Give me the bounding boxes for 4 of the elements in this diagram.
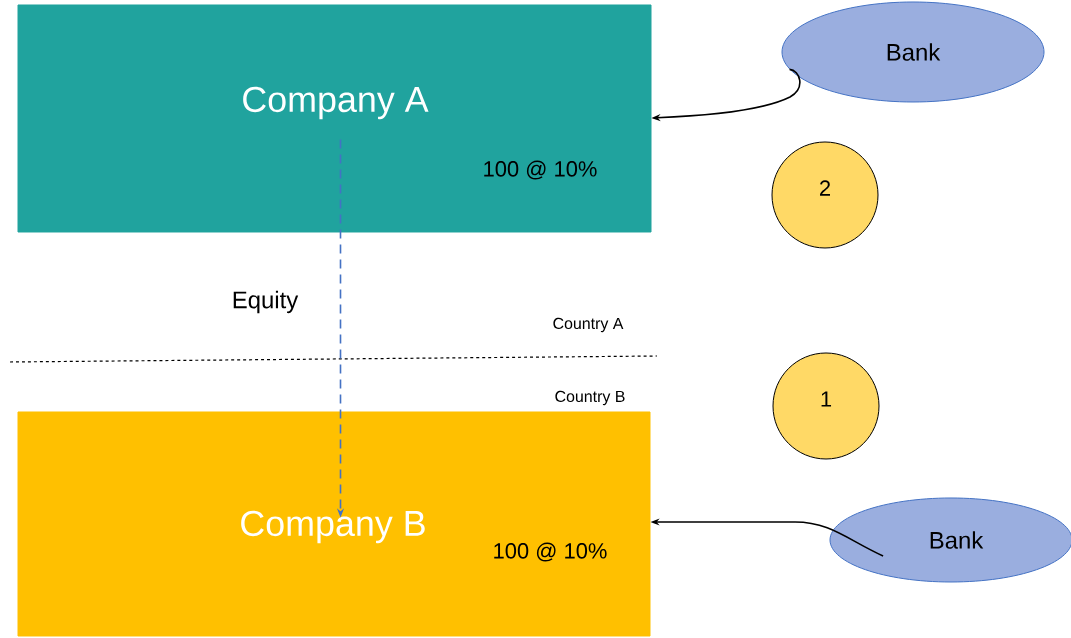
company-box: Company A 100 @ 10% <box>17 4 652 233</box>
company-box: Company B 100 @ 10% <box>17 411 651 637</box>
country-label: Country A <box>553 317 624 333</box>
edge-label: Equity <box>233 290 299 314</box>
